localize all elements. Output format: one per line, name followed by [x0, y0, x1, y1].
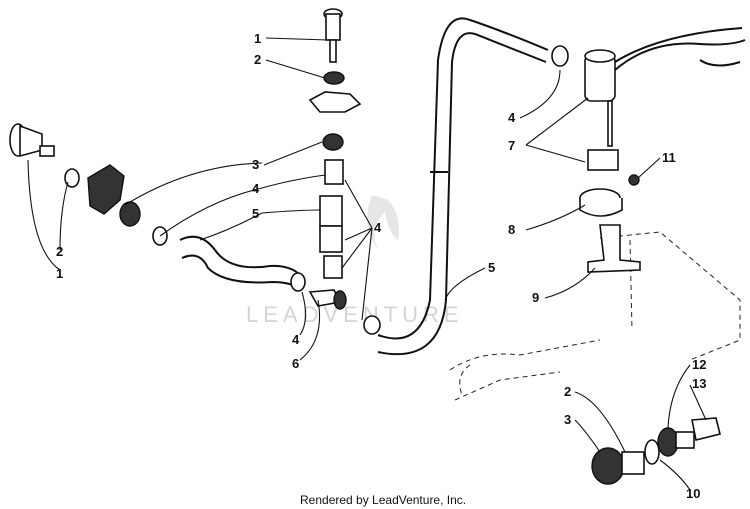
callout-1: 1 — [56, 266, 63, 281]
short-hose — [152, 226, 347, 310]
callout-5: 5 — [488, 260, 495, 275]
frame-outline — [449, 231, 741, 401]
callout-7: 7 — [508, 138, 515, 153]
callout-13: 13 — [692, 376, 706, 391]
left-primer-assembly — [9, 123, 141, 227]
callout-11: 11 — [662, 150, 676, 165]
callout-2: 2 — [564, 384, 571, 399]
callout-12: 12 — [692, 357, 706, 372]
flame-logo-icon — [367, 195, 399, 250]
footer-credit: Rendered by LeadVenture, Inc. — [300, 493, 466, 507]
long-fuel-hose — [363, 17, 569, 356]
watermark: LEADVENTURE — [246, 195, 464, 327]
callout-labels: 1 2 3 4 5 4 2 1 4 6 5 4 7 8 9 11 12 13 2… — [56, 31, 706, 501]
callout-4: 4 — [508, 110, 516, 125]
leader-lines — [27, 37, 707, 491]
callout-2: 2 — [254, 52, 261, 67]
callout-2: 2 — [56, 244, 63, 259]
callout-3: 3 — [564, 412, 571, 427]
vertical-primer-assembly — [308, 8, 362, 279]
fuel-pump-assembly — [579, 27, 746, 273]
callout-4: 4 — [374, 220, 382, 235]
callout-6: 6 — [292, 356, 299, 371]
callout-4: 4 — [292, 332, 300, 347]
callout-4: 4 — [252, 181, 260, 196]
callout-8: 8 — [508, 222, 515, 237]
callout-9: 9 — [532, 290, 539, 305]
callout-10: 10 — [686, 486, 700, 501]
bottom-right-assembly — [591, 417, 721, 485]
callout-1: 1 — [254, 31, 261, 46]
callout-3: 3 — [252, 157, 259, 172]
callout-5: 5 — [252, 206, 259, 221]
watermark-text: LEADVENTURE — [246, 302, 464, 327]
